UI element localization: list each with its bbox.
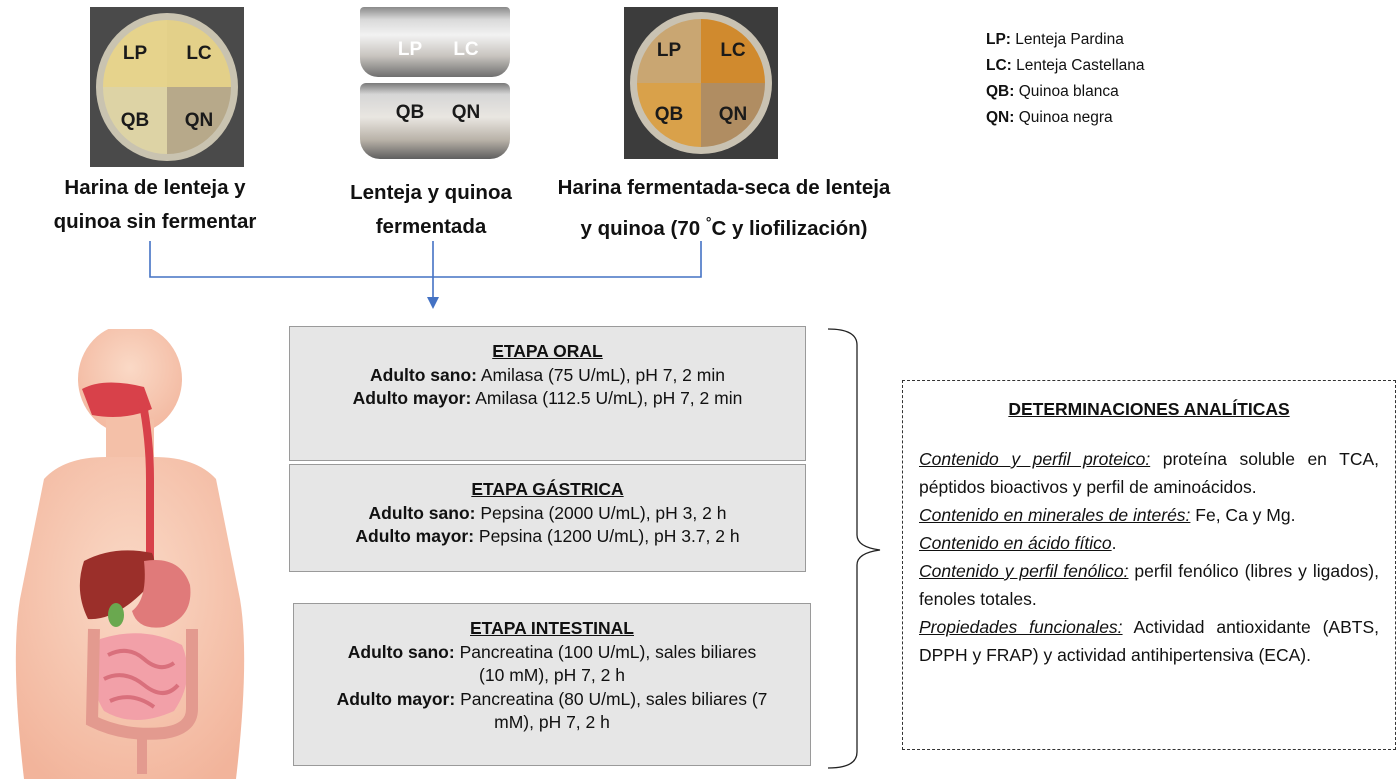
quadrant-lc: LC xyxy=(453,39,479,60)
legend-item: LC: Lenteja Castellana xyxy=(986,53,1145,79)
condition-label: Adulto sano: xyxy=(347,641,455,662)
stage-title: ETAPA ORAL xyxy=(492,341,603,361)
quadrant-qb: QB xyxy=(103,87,167,154)
stage-title: ETAPA INTESTINAL xyxy=(470,618,634,638)
condition-text: Amilasa (75 U/mL), pH 7, 2 min xyxy=(476,364,725,385)
quadrant-lc: LC xyxy=(701,19,765,83)
elderly-adult-line: Adulto mayor: Pepsina (1200 U/mL), pH 3.… xyxy=(290,525,805,549)
stage-gastric: ETAPA GÁSTRICA Adulto sano: Pepsina (200… xyxy=(289,464,806,572)
legend-text: Quinoa blanca xyxy=(1014,83,1119,100)
determination-text: proteína soluble en TCA, péptidos bioact… xyxy=(919,449,1379,497)
determinations-title: DETERMINACIONES ANALÍTICAS xyxy=(1008,399,1290,419)
jar-top xyxy=(360,7,510,77)
fermented-jars-photo: LP LC QB QN xyxy=(360,7,510,159)
healthy-adult-line: Adulto sano: Pancreatina (100 U/mL), sal… xyxy=(294,641,810,688)
determination-item: Contenido y perfil fenólico: perfil fenó… xyxy=(919,557,1379,613)
quadrant-qn: QN xyxy=(167,87,231,154)
stage-title: ETAPA GÁSTRICA xyxy=(471,479,624,499)
head xyxy=(78,329,182,434)
arrow-head xyxy=(427,297,439,309)
quadrant-qn: QN xyxy=(451,102,481,123)
caption-fermented: Lenteja y quinoa fermentada xyxy=(320,176,542,244)
determination-label: Propiedades funcionales: xyxy=(919,617,1123,637)
determination-label: Contenido y perfil proteico: xyxy=(919,449,1151,469)
legend-text: Lenteja Castellana xyxy=(1011,57,1145,74)
determination-text: Fe, Ca y Mg. xyxy=(1190,505,1296,525)
intestine-folds xyxy=(103,648,180,709)
legend-text: Quinoa negra xyxy=(1014,109,1113,126)
elderly-adult-line: Adulto mayor: Amilasa (112.5 U/mL), pH 7… xyxy=(290,387,805,411)
elderly-adult-line: Adulto mayor: Pancreatina (80 U/mL), sal… xyxy=(294,688,810,735)
degree-symbol: ° xyxy=(705,214,712,230)
caption-line: Harina de lenteja y xyxy=(64,176,246,199)
liver xyxy=(79,550,155,620)
caption-line: quinoa sin fermentar xyxy=(53,210,257,233)
quadrant-lp: LP xyxy=(103,20,167,87)
quadrant-lp: LP xyxy=(397,39,423,60)
caption-line: Lenteja y quinoa xyxy=(350,181,512,204)
determination-item: Propiedades funcionales: Actividad antio… xyxy=(919,613,1379,669)
legend-abbr: QB: xyxy=(986,83,1015,100)
legend-item: LP: Lenteja Pardina xyxy=(986,27,1145,53)
curly-brace xyxy=(827,328,881,769)
legend-text: Lenteja Pardina xyxy=(1010,31,1124,48)
dried-flour-photo: LP LC QB QN xyxy=(624,7,778,159)
condition-label: Adulto sano: xyxy=(370,364,477,385)
caption-unfermented: Harina de lenteja y quinoa sin fermentar xyxy=(20,171,290,239)
stomach xyxy=(132,560,191,628)
caption-line: fermentada xyxy=(375,215,487,238)
healthy-adult-line: Adulto sano: Pepsina (2000 U/mL), pH 3, … xyxy=(290,502,805,526)
quadrant-lp: LP xyxy=(637,19,701,83)
determination-label: Contenido y perfil fenólico: xyxy=(919,561,1129,581)
connector-line xyxy=(149,241,702,278)
condition-label: Adulto mayor: xyxy=(336,688,456,709)
legend-abbr: LP: xyxy=(986,31,1011,48)
caption-text: y quinoa (70 xyxy=(580,216,706,240)
quadrant-qb: QB xyxy=(395,102,425,123)
condition-text: Pepsina (1200 U/mL), pH 3.7, 2 h xyxy=(474,526,740,546)
mouth-cavity xyxy=(82,382,152,417)
determination-item: Contenido y perfil proteico: proteína so… xyxy=(919,445,1379,501)
determination-item: Contenido en minerales de interés: Fe, C… xyxy=(919,501,1379,529)
determination-text: Actividad antioxidante (ABTS, DPPH y FRA… xyxy=(919,617,1379,665)
healthy-adult-line: Adulto sano: Amilasa (75 U/mL), pH 7, 2 … xyxy=(290,364,805,388)
quadrant-lc: LC xyxy=(167,20,231,87)
caption-line: y quinoa (70 °C y liofilización) xyxy=(528,205,920,246)
condition-text: Pepsina (2000 U/mL), pH 3, 2 h xyxy=(475,502,727,523)
condition-label: Adulto sano: xyxy=(368,502,476,523)
quadrant-qn: QN xyxy=(701,83,765,147)
legend-abbr: QN: xyxy=(986,109,1015,126)
analytical-determinations-box: DETERMINACIONES ANALÍTICAS Contenido y p… xyxy=(902,380,1396,750)
abbreviation-legend: LP: Lenteja Pardina LC: Lenteja Castella… xyxy=(986,27,1145,131)
determination-text: . xyxy=(1111,533,1117,553)
legend-abbr: LC: xyxy=(986,57,1012,74)
gallbladder xyxy=(108,603,124,627)
determination-label: Contenido en ácido fítico xyxy=(919,533,1112,553)
condition-text: Pancreatina (100 U/mL), sales biliares (… xyxy=(454,641,757,686)
determination-item: Contenido en ácido fítico. xyxy=(919,529,1379,557)
esophagus xyxy=(138,398,154,561)
stage-intestinal: ETAPA INTESTINAL Adulto sano: Pancreatin… xyxy=(293,603,811,766)
determination-text: perfil fenólico (libres y ligados), feno… xyxy=(919,561,1379,609)
condition-label: Adulto mayor: xyxy=(355,526,475,546)
condition-label: Adulto mayor: xyxy=(352,388,472,408)
jar-bottom xyxy=(360,83,510,159)
caption-dried: Harina fermentada-seca de lenteja y quin… xyxy=(528,171,920,246)
condition-text: Amilasa (112.5 U/mL), pH 7, 2 min xyxy=(471,388,743,408)
legend-item: QN: Quinoa negra xyxy=(986,105,1145,131)
condition-text: Pancreatina (80 U/mL), sales biliares (7… xyxy=(455,688,768,733)
caption-text: C y liofilización) xyxy=(711,216,868,240)
digestive-system-illustration xyxy=(15,329,245,779)
unfermented-flour-photo: LP LC QB QN xyxy=(90,7,244,167)
determination-label: Contenido en minerales de interés: xyxy=(919,505,1191,525)
large-intestine xyxy=(85,628,198,740)
stage-oral: ETAPA ORAL Adulto sano: Amilasa (75 U/mL… xyxy=(289,326,806,461)
caption-line: Harina fermentada-seca de lenteja xyxy=(557,176,891,199)
legend-item: QB: Quinoa blanca xyxy=(986,79,1145,105)
quadrant-qb: QB xyxy=(637,83,701,147)
